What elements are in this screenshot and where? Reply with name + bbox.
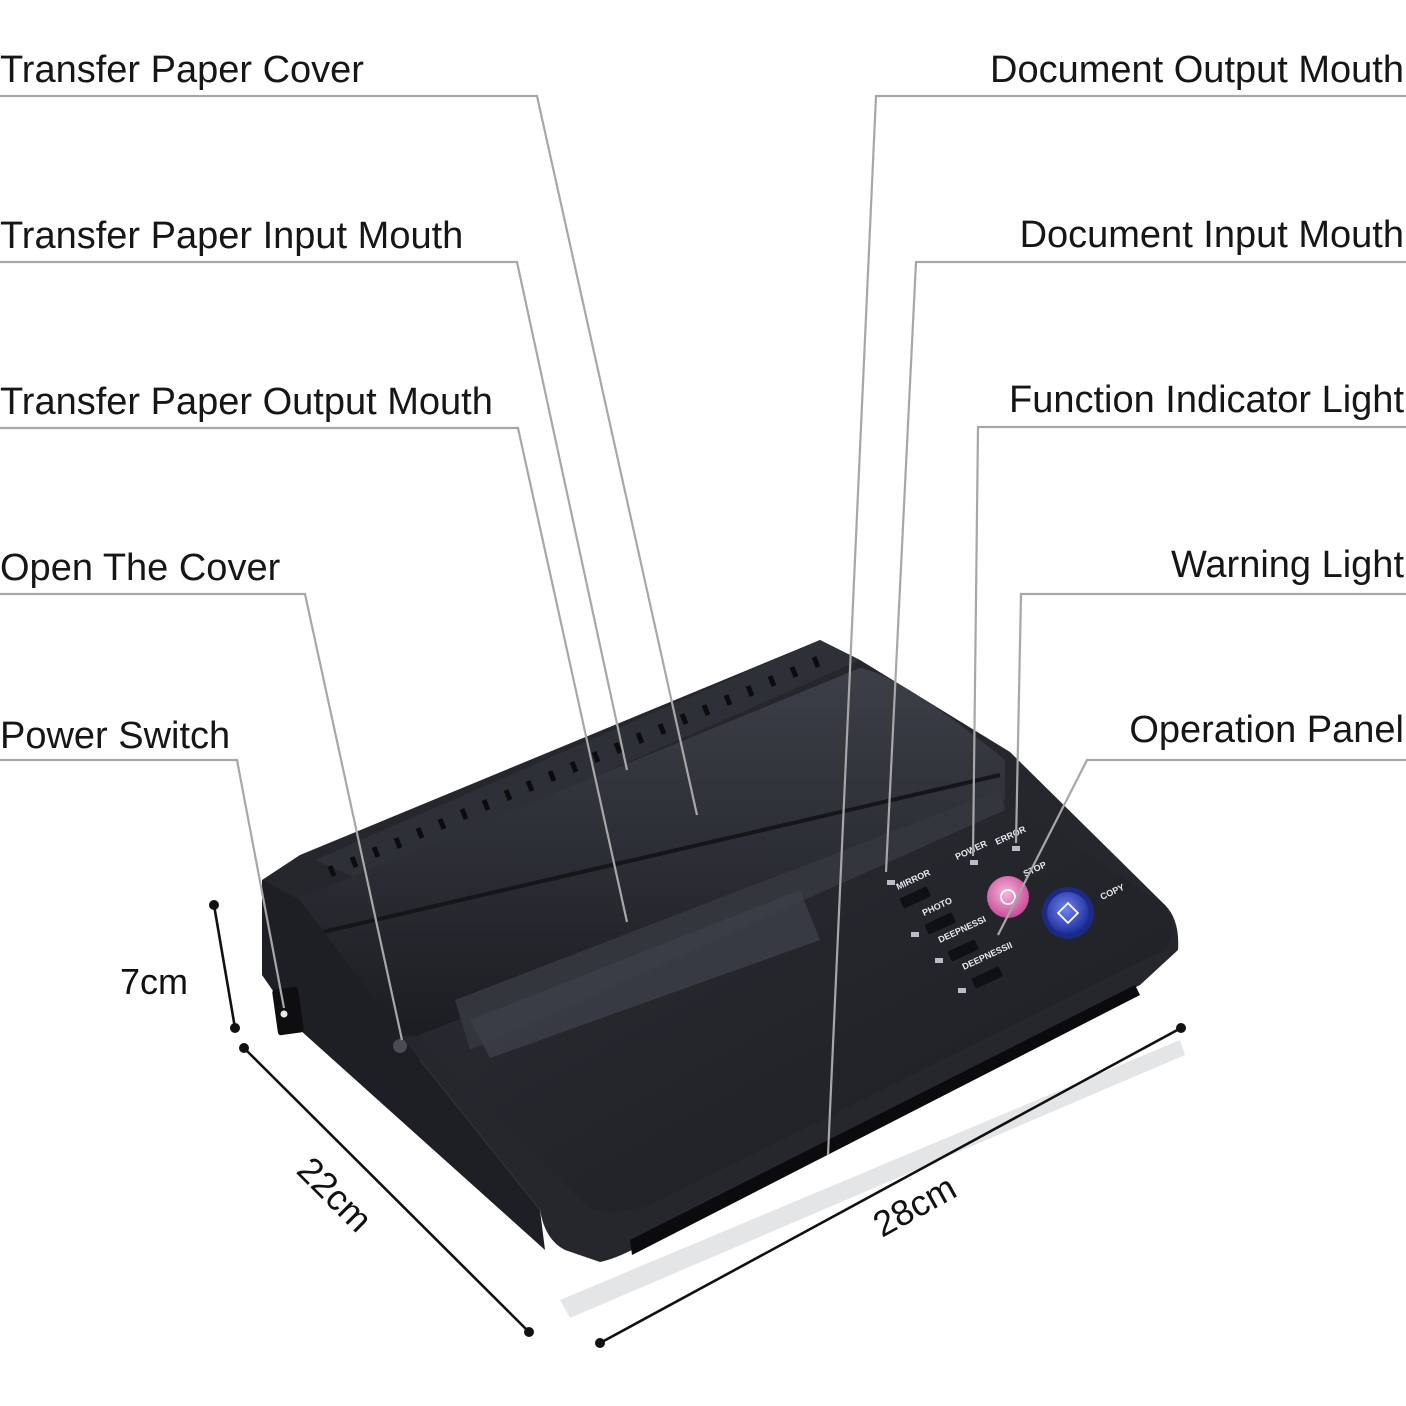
- paper-slot: [309, 773, 1001, 937]
- leader-transfer-paper-input-mouth: [0, 260, 629, 771]
- output-slot: [630, 985, 1140, 1255]
- printer: MIRROR PHOTO DEEPNESSI DEEPNESSII POWER …: [262, 640, 1185, 1318]
- leader-transfer-paper-output-mouth: [0, 426, 629, 923]
- label-warning-light: Warning Light: [1171, 544, 1404, 586]
- led-photo: [911, 932, 919, 937]
- button-deepness2: [971, 966, 1003, 989]
- leader-function-indicator-light: [971, 425, 1406, 857]
- label-document-output-mouth: Document Output Mouth: [990, 49, 1404, 91]
- led-error: [1012, 846, 1020, 851]
- label-function-indicator-light: Function Indicator Light: [1009, 379, 1404, 421]
- label-document-input-mouth: Document Input Mouth: [1020, 214, 1404, 256]
- dimension-height-end-top: [209, 900, 219, 910]
- button-deepness1: [947, 939, 979, 962]
- leader-warning-light: [1014, 592, 1406, 844]
- dimension-width-line: [599, 1026, 1182, 1345]
- vent-slots: [327, 656, 821, 877]
- leader-transfer-paper-cover: [0, 94, 699, 816]
- input-flap-window: [470, 890, 820, 1058]
- label-power-switch: Power Switch: [0, 715, 230, 757]
- copy-icon: [1056, 901, 1080, 925]
- stop-icon: [1000, 889, 1016, 905]
- dimension-depth-end-top: [239, 1043, 249, 1053]
- side-panel: [262, 880, 545, 1250]
- dimension-depth-end-bottom: [524, 1327, 534, 1337]
- labels-left: Transfer Paper Cover Transfer Paper Inpu…: [0, 49, 493, 757]
- label-transfer-paper-input-mouth: Transfer Paper Input Mouth: [0, 215, 463, 257]
- copy-button: [1047, 892, 1089, 934]
- vent-strip: [315, 640, 860, 880]
- label-transfer-paper-cover: Transfer Paper Cover: [0, 49, 364, 91]
- front-panel: [420, 800, 1173, 1213]
- led-deepness2: [958, 988, 966, 993]
- dimension-height-end-bottom: [230, 1023, 240, 1033]
- power-switch-dot: [280, 1010, 288, 1018]
- leader-lines: [0, 94, 1406, 1156]
- dimension-width-end-left: [595, 1338, 605, 1348]
- dimension-depth-label: 22cm: [289, 1149, 380, 1240]
- dimension-depth-line: [243, 1047, 530, 1333]
- leader-operation-panel: [997, 758, 1406, 936]
- power-switch-rocker: [272, 986, 304, 1036]
- leader-open-the-cover: [0, 592, 404, 1041]
- label-open-the-cover: Open The Cover: [0, 547, 281, 589]
- dimension-width-end-right: [1176, 1023, 1186, 1033]
- dimension-height-label: 7cm: [120, 961, 188, 1002]
- label-transfer-paper-output-mouth: Transfer Paper Output Mouth: [0, 381, 493, 423]
- led-deepness1: [935, 958, 943, 963]
- transfer-paper-cover: [295, 668, 1005, 1037]
- led-power: [970, 860, 978, 865]
- led-mirror: [887, 880, 895, 885]
- button-mirror: [899, 886, 931, 909]
- leader-power-switch: [0, 758, 286, 1009]
- labels-right: Document Output Mouth Document Input Mou…: [990, 49, 1404, 751]
- dimension-height-line: [212, 904, 237, 1029]
- button-photo: [924, 912, 956, 935]
- leader-document-input-mouth: [884, 260, 1406, 873]
- label-operation-panel: Operation Panel: [1129, 709, 1404, 751]
- stop-button: [987, 876, 1029, 918]
- leader-document-output-mouth: [826, 94, 1406, 1156]
- open-cover-hinge: [393, 1039, 407, 1053]
